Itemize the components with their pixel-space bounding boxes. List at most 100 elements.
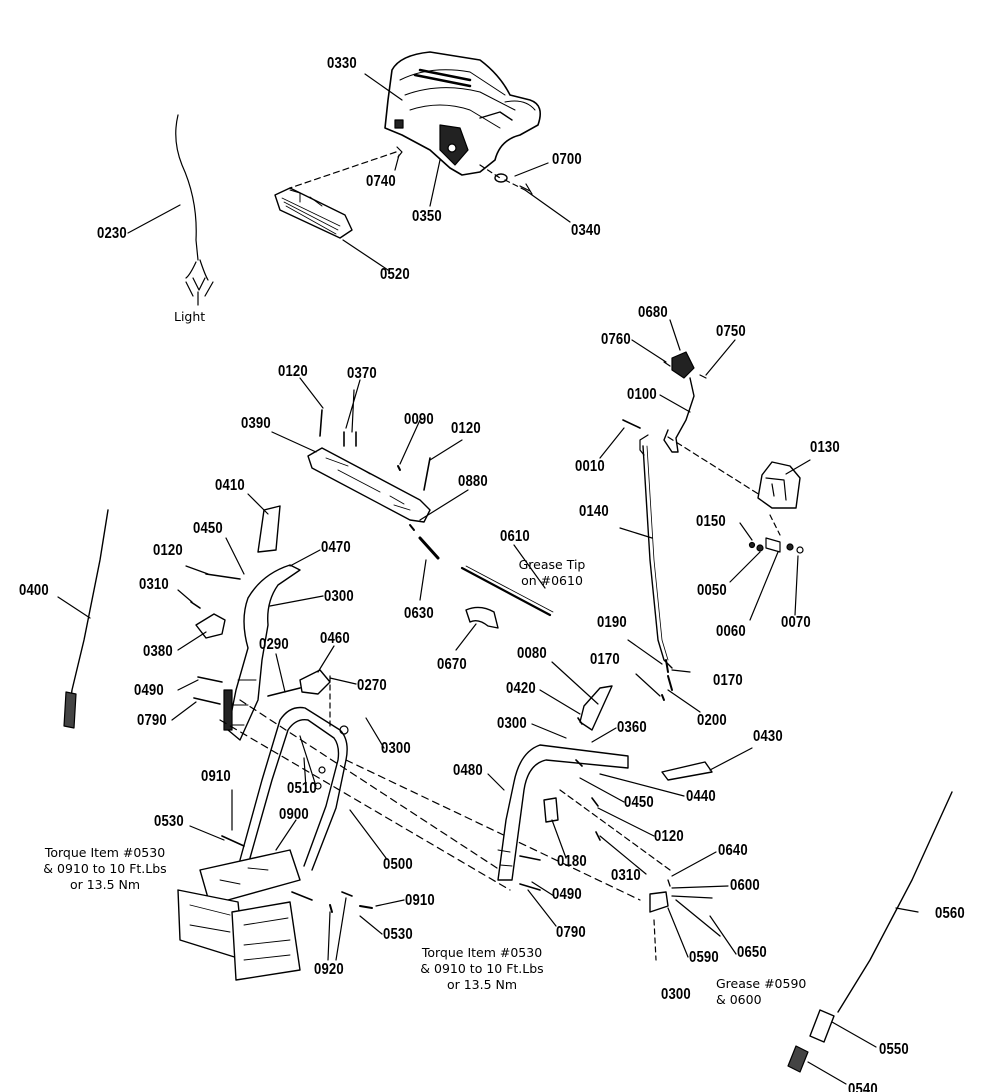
callout-0120-b[interactable]: 0120 bbox=[451, 420, 481, 437]
chute-handle-0680 bbox=[664, 352, 706, 378]
callout-0630[interactable]: 0630 bbox=[404, 605, 434, 622]
callout-0490-b[interactable]: 0490 bbox=[552, 886, 582, 903]
callout-0650[interactable]: 0650 bbox=[737, 944, 767, 961]
callout-0360[interactable]: 0360 bbox=[617, 719, 647, 736]
callout-0120-a[interactable]: 0120 bbox=[278, 363, 308, 380]
callout-0480[interactable]: 0480 bbox=[453, 762, 483, 779]
callout-0300-c[interactable]: 0300 bbox=[497, 715, 527, 732]
callout-0900[interactable]: 0900 bbox=[279, 806, 309, 823]
bracket-0380 bbox=[196, 614, 225, 638]
callout-0300-d[interactable]: 0300 bbox=[661, 986, 691, 1003]
callout-0460[interactable]: 0460 bbox=[320, 630, 350, 647]
callout-0550[interactable]: 0550 bbox=[879, 1041, 909, 1058]
callout-0170-b[interactable]: 0170 bbox=[713, 672, 743, 689]
callout-0530-b[interactable]: 0530 bbox=[383, 926, 413, 943]
callout-0500[interactable]: 0500 bbox=[383, 856, 413, 873]
callout-0130[interactable]: 0130 bbox=[810, 439, 840, 456]
note-torque-mid-line2: & 0910 to 10 Ft.Lbs bbox=[420, 961, 544, 976]
callout-0760[interactable]: 0760 bbox=[601, 331, 631, 348]
clip-0670 bbox=[466, 607, 498, 628]
callout-0420[interactable]: 0420 bbox=[506, 680, 536, 697]
callout-0190[interactable]: 0190 bbox=[597, 614, 627, 631]
callout-0470[interactable]: 0470 bbox=[321, 539, 351, 556]
right-handle-0480 bbox=[498, 745, 628, 880]
bracket-0100 bbox=[640, 435, 648, 455]
callout-0090[interactable]: 0090 bbox=[404, 411, 434, 428]
callout-0310-b[interactable]: 0310 bbox=[611, 867, 641, 884]
callout-0680[interactable]: 0680 bbox=[638, 304, 668, 321]
callout-0300-b[interactable]: 0300 bbox=[381, 740, 411, 757]
wire-harness-0230 bbox=[176, 115, 213, 305]
callout-0270[interactable]: 0270 bbox=[357, 677, 387, 694]
note-torque-left-line1: Torque Item #0530 bbox=[44, 845, 166, 860]
callout-0530-a[interactable]: 0530 bbox=[154, 813, 184, 830]
callout-0740[interactable]: 0740 bbox=[366, 173, 396, 190]
callout-0370[interactable]: 0370 bbox=[347, 365, 377, 382]
callout-0540[interactable]: 0540 bbox=[848, 1081, 878, 1092]
callout-0300-a[interactable]: 0300 bbox=[324, 588, 354, 605]
callout-0180[interactable]: 0180 bbox=[557, 853, 587, 870]
callout-0560[interactable]: 0560 bbox=[935, 905, 965, 922]
callout-0100[interactable]: 0100 bbox=[627, 386, 657, 403]
callout-0140[interactable]: 0140 bbox=[579, 503, 609, 520]
callout-0310-a[interactable]: 0310 bbox=[139, 576, 169, 593]
grip-0410 bbox=[258, 506, 280, 552]
upper-handle-0470 bbox=[224, 565, 300, 740]
sleeve-0550 bbox=[810, 1010, 834, 1042]
callout-0520[interactable]: 0520 bbox=[380, 266, 410, 283]
callout-0910-b[interactable]: 0910 bbox=[405, 892, 435, 909]
callout-0380[interactable]: 0380 bbox=[143, 643, 173, 660]
callout-0120-d[interactable]: 0120 bbox=[654, 828, 684, 845]
bolt-0120c bbox=[206, 574, 240, 579]
callout-0750[interactable]: 0750 bbox=[716, 323, 746, 340]
callout-0410[interactable]: 0410 bbox=[215, 477, 245, 494]
screw-0310 bbox=[191, 602, 200, 608]
callout-0670[interactable]: 0670 bbox=[437, 656, 467, 673]
lever-0080 bbox=[580, 686, 612, 730]
callout-0910-a[interactable]: 0910 bbox=[201, 768, 231, 785]
note-torque-left-line2: & 0910 to 10 Ft.Lbs bbox=[43, 861, 167, 876]
callout-0340[interactable]: 0340 bbox=[571, 222, 601, 239]
callout-0050[interactable]: 0050 bbox=[697, 582, 727, 599]
callout-0450-a[interactable]: 0450 bbox=[193, 520, 223, 537]
callout-0510[interactable]: 0510 bbox=[287, 780, 317, 797]
callout-0700[interactable]: 0700 bbox=[552, 151, 582, 168]
callout-0080[interactable]: 0080 bbox=[517, 645, 547, 662]
cable-0400 bbox=[68, 510, 108, 720]
callout-0350[interactable]: 0350 bbox=[412, 208, 442, 225]
callout-0150[interactable]: 0150 bbox=[696, 513, 726, 530]
callout-0070[interactable]: 0070 bbox=[781, 614, 811, 631]
pivot-0590 bbox=[650, 892, 668, 912]
callout-0490-a[interactable]: 0490 bbox=[134, 682, 164, 699]
bolt-0340 bbox=[520, 184, 532, 194]
note-torque-mid-line1: Torque Item #0530 bbox=[421, 945, 543, 960]
callout-0790-b[interactable]: 0790 bbox=[556, 924, 586, 941]
callout-0400[interactable]: 0400 bbox=[19, 582, 49, 599]
note-grease-tip-line2: on #0610 bbox=[521, 573, 583, 588]
note-torque-left: Torque Item #0530 & 0910 to 10 Ft.Lbs or… bbox=[30, 845, 180, 893]
callout-0200[interactable]: 0200 bbox=[697, 712, 727, 729]
callout-0170-a[interactable]: 0170 bbox=[590, 651, 620, 668]
grip-0430 bbox=[662, 762, 712, 780]
callout-0880[interactable]: 0880 bbox=[458, 473, 488, 490]
callout-0010[interactable]: 0010 bbox=[575, 458, 605, 475]
callout-0230[interactable]: 0230 bbox=[97, 225, 127, 242]
callout-0600[interactable]: 0600 bbox=[730, 877, 760, 894]
clip-0370 bbox=[344, 432, 356, 446]
callout-0430[interactable]: 0430 bbox=[753, 728, 783, 745]
callout-0440[interactable]: 0440 bbox=[686, 788, 716, 805]
callout-0640[interactable]: 0640 bbox=[718, 842, 748, 859]
callout-0610[interactable]: 0610 bbox=[500, 528, 530, 545]
callout-0330[interactable]: 0330 bbox=[327, 55, 357, 72]
callout-0390[interactable]: 0390 bbox=[241, 415, 271, 432]
callout-0920[interactable]: 0920 bbox=[314, 961, 344, 978]
callout-0290[interactable]: 0290 bbox=[259, 636, 289, 653]
callout-0790-a[interactable]: 0790 bbox=[137, 712, 167, 729]
callout-0590[interactable]: 0590 bbox=[689, 949, 719, 966]
callout-0450-b[interactable]: 0450 bbox=[624, 794, 654, 811]
callout-0060[interactable]: 0060 bbox=[716, 623, 746, 640]
note-torque-mid-line3: or 13.5 Nm bbox=[446, 977, 518, 992]
callout-0120-c[interactable]: 0120 bbox=[153, 542, 183, 559]
console-plate-0390 bbox=[308, 448, 430, 522]
